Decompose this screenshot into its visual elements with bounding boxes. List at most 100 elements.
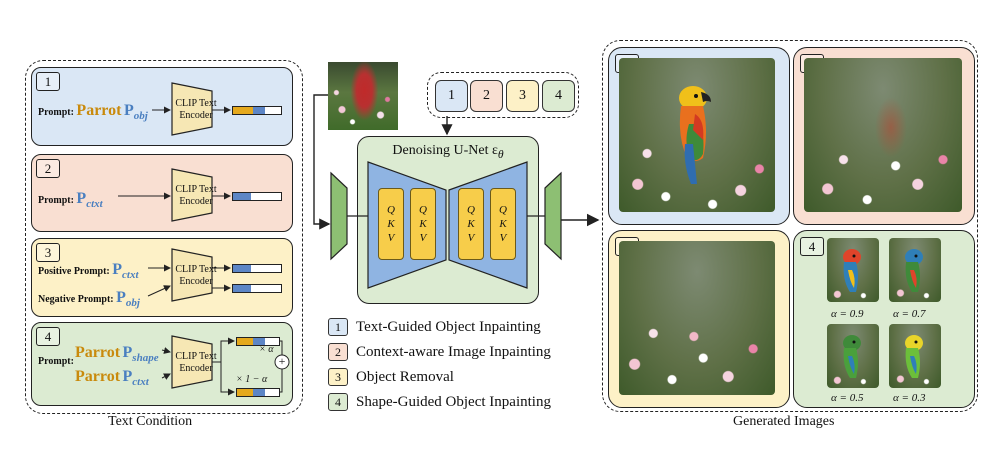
negative-prompt-label: Negative Prompt: Pobj — [38, 289, 140, 310]
q-label: Q — [467, 204, 475, 216]
encoder-line: Encoder — [179, 276, 213, 287]
small-parrot-figure — [843, 249, 861, 292]
negative-token: Pobj — [116, 289, 140, 309]
prompt-token: Pctxt — [76, 190, 103, 211]
shape-prompt: Parrot Pshape — [75, 344, 159, 365]
small-parrot-figure — [905, 249, 923, 292]
token-embedding-bar — [232, 284, 282, 293]
legend-item-1: 1 Text-Guided Object Inpainting — [328, 318, 541, 336]
clip-encoder-shape — [171, 248, 213, 302]
panel-number: 1 — [36, 72, 60, 91]
token-embedding-bar — [232, 106, 282, 115]
prompt-token-sub: obj — [133, 110, 148, 123]
token-embedding-bar — [232, 192, 282, 201]
legend-number: 3 — [328, 368, 348, 386]
masked-input-image — [328, 62, 398, 130]
token-embedding-bar — [232, 264, 282, 273]
token-embedding-bar — [236, 388, 280, 397]
small-parrot-figure — [843, 335, 861, 378]
prompt-word: Parrot — [75, 368, 121, 385]
clip-encoder-label: CLIP Text Encoder — [168, 351, 224, 375]
positive-token-letter: P — [112, 261, 123, 278]
condition-box-4: 4 — [542, 80, 575, 112]
plus-circle — [274, 354, 290, 370]
panel-number: 3 — [36, 243, 60, 262]
text-condition-group — [25, 60, 303, 414]
encoder-line: Encoder — [179, 110, 213, 121]
clip-encoder-shape — [171, 335, 213, 389]
prompt-label: Prompt: Parrot Pobj — [38, 102, 148, 123]
cross-attention-qkv-2: Q K V — [410, 188, 436, 260]
encoder-line: CLIP Text — [175, 184, 217, 195]
q-label: Q — [419, 204, 427, 216]
parrot-figure — [679, 86, 711, 184]
generated-panel-1: 1 — [608, 47, 790, 225]
token-embedding-bar — [236, 337, 280, 346]
positive-prompt-label: Positive Prompt: Pctxt — [38, 261, 139, 282]
q-label: Q — [387, 204, 395, 216]
prompt-token: Pshape — [123, 344, 159, 365]
unet-title-sub: θ — [497, 147, 504, 161]
text-condition-panel-3: 3 Positive Prompt: Pctxt Negative Prompt… — [31, 238, 293, 317]
condition-selector-group — [427, 72, 579, 118]
prompt-token: Pctxt — [122, 368, 149, 389]
encoder-line: Encoder — [179, 363, 213, 374]
legend-number: 4 — [328, 393, 348, 411]
prompt-token-sub: shape — [132, 352, 159, 365]
multiply-one-minus-alpha-label: × 1 − α — [236, 374, 268, 385]
encoder-line: CLIP Text — [175, 351, 217, 362]
prompt-label-text: Prompt: — [38, 107, 74, 118]
legend-item-4: 4 Shape-Guided Object Inpainting — [328, 393, 551, 411]
condition-box-1: 1 — [435, 80, 468, 112]
panel-number: 4 — [800, 237, 824, 256]
clip-encoder-shape — [171, 168, 213, 222]
cross-attention-qkv-3: Q K V — [458, 188, 484, 260]
alpha-label: α = 0.5 — [831, 392, 864, 404]
encoder-line: CLIP Text — [175, 264, 217, 275]
encoder-line: Encoder — [179, 196, 213, 207]
legend-number: 1 — [328, 318, 348, 336]
generated-images-group — [602, 40, 978, 412]
output-projection-block — [544, 171, 562, 261]
prompt-token-sub: ctxt — [86, 198, 103, 211]
legend-label: Context-aware Image Inpainting — [356, 343, 551, 360]
generated-images-caption: Generated Images — [733, 414, 835, 429]
generated-panel-2: 2 — [793, 47, 975, 225]
encoder-line: CLIP Text — [175, 98, 217, 109]
condition-box-3: 3 — [506, 80, 539, 112]
k-label: K — [467, 218, 475, 230]
clip-encoder-label: CLIP Text Encoder — [168, 184, 224, 208]
v-label: V — [467, 232, 475, 244]
prompt-label: Prompt: Pctxt — [38, 190, 103, 211]
q-label: Q — [499, 204, 507, 216]
positive-token: Pctxt — [112, 261, 138, 281]
generated-image-removal — [619, 241, 775, 395]
v-label: V — [499, 232, 507, 244]
prompt-label: Prompt: — [38, 356, 74, 367]
panel-number: 2 — [36, 159, 60, 178]
generated-panel-4: 4 — [793, 230, 975, 408]
prompt-token-letter: P — [76, 190, 87, 207]
prompt-token-sub: ctxt — [132, 376, 149, 389]
cross-attention-qkv-4: Q K V — [490, 188, 516, 260]
context-prompt: Parrot Pctxt — [75, 368, 149, 389]
clip-encoder-label: CLIP Text Encoder — [168, 98, 224, 122]
prompt-token-letter: P — [123, 102, 134, 119]
legend-label: Text-Guided Object Inpainting — [356, 318, 541, 335]
legend-label: Shape-Guided Object Inpainting — [356, 393, 551, 410]
v-label: V — [387, 232, 395, 244]
generated-image-context — [804, 58, 962, 212]
multiply-alpha-label: × α — [259, 344, 274, 355]
generated-panel-3: 3 — [608, 230, 790, 408]
legend-number: 2 — [328, 343, 348, 361]
negative-token-letter: P — [116, 289, 126, 306]
panel-number: 4 — [36, 327, 60, 346]
small-parrot-figure — [905, 335, 923, 378]
unet-title: Denoising U-Net εθ — [357, 143, 539, 161]
v-label: V — [419, 232, 427, 244]
k-label: K — [387, 218, 395, 230]
legend-label: Object Removal — [356, 368, 454, 385]
legend-item-3: 3 Object Removal — [328, 368, 454, 386]
clip-encoder-label: CLIP Text Encoder — [168, 264, 224, 288]
prompt-token-letter: P — [122, 368, 133, 385]
